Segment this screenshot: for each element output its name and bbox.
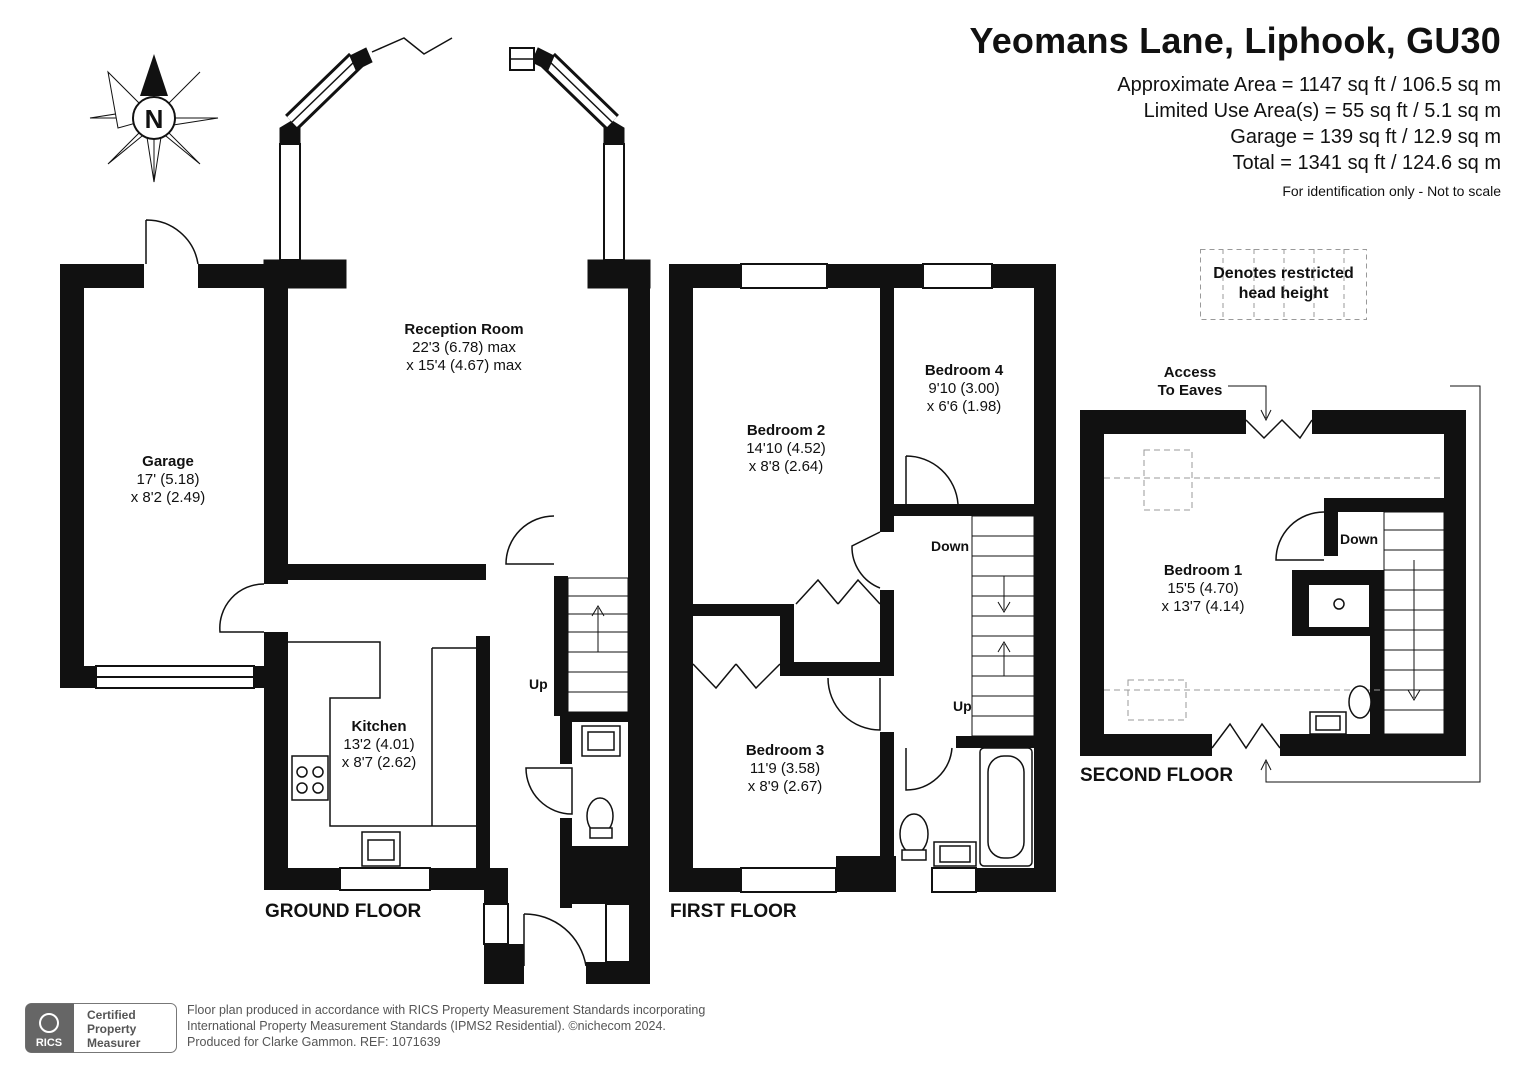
room-bedroom-2: Bedroom 2 14'10 (4.52) x 8'8 (2.64) <box>746 422 826 476</box>
room-bedroom-1-name: Bedroom 1 <box>1163 562 1243 579</box>
rics-logo-text: RICS <box>36 1037 62 1049</box>
room-bedroom-2-name: Bedroom 2 <box>746 422 826 439</box>
footer-line-1: Floor plan produced in accordance with R… <box>187 1003 706 1017</box>
room-garage: Garage 17' (5.18) x 8'2 (2.49) <box>131 453 206 507</box>
room-kitchen-name: Kitchen <box>351 718 407 735</box>
stairs-second-down-label: Down <box>1340 531 1379 547</box>
scale-disclaimer: For identification only - Not to scale <box>1282 183 1501 199</box>
room-bedroom-3: Bedroom 3 11'9 (3.58) x 8'9 (2.67) <box>746 742 824 796</box>
footer-text: Floor plan produced in accordance with R… <box>187 1002 705 1050</box>
windows <box>95 143 993 963</box>
room-bedroom-1-dim1: 15'5 (4.70) <box>1167 580 1239 597</box>
eaves-line-1: Access <box>1163 364 1217 381</box>
room-kitchen-dim2: x 8'7 (2.62) <box>341 754 417 771</box>
bay-window <box>263 37 651 289</box>
compass-north-label: N <box>145 104 164 134</box>
room-bedroom-1-dim2: x 13'7 (4.14) <box>1161 598 1245 615</box>
kitchen-walls <box>264 632 508 908</box>
second-floor-walls <box>1080 410 1466 756</box>
badge-line-3: Measurer <box>87 1036 141 1050</box>
legend-line-1: Denotes restricted <box>1213 265 1354 282</box>
page-title: Yeomans Lane, Liphook, GU30 <box>969 20 1501 61</box>
floor-label-ground: GROUND FLOOR <box>265 901 422 922</box>
room-bedroom-4: Bedroom 4 9'10 (3.00) x 6'6 (1.98) <box>925 362 1003 416</box>
badge-line-2: Property <box>87 1022 137 1036</box>
first-floor-walls <box>669 264 1056 892</box>
stairs-first-down-label: Down <box>931 538 970 554</box>
badge-line-1: Certified <box>87 1008 136 1022</box>
room-bedroom-3-dim2: x 8'9 (2.67) <box>747 778 823 795</box>
floor-label-second: SECOND FLOOR <box>1080 765 1234 786</box>
room-bedroom-4-dim1: 9'10 (3.00) <box>928 380 1000 397</box>
eaves-access-arrows <box>1228 385 1481 783</box>
room-reception-dim1: 22'3 (6.78) max <box>412 339 516 356</box>
room-reception-dim2: x 15'4 (4.67) max <box>406 357 522 374</box>
stairs <box>567 511 1445 737</box>
floor-label-first: FIRST FLOOR <box>670 901 797 922</box>
area-limited-use: Limited Use Area(s) = 55 sq ft / 5.1 sq … <box>1143 100 1501 122</box>
fixtures <box>288 641 1372 867</box>
footer-line-3: Produced for Clarke Gammon. REF: 1071639 <box>187 1035 441 1049</box>
room-bedroom-4-dim2: x 6'6 (1.98) <box>926 398 1002 415</box>
room-bedroom-2-dim1: 14'10 (4.52) <box>746 440 826 457</box>
room-reception: Reception Room 22'3 (6.78) max x 15'4 (4… <box>404 321 523 375</box>
compass-rose: N <box>89 54 219 183</box>
rics-certified-badge: RICS Certified Property Measurer <box>25 1003 177 1053</box>
eaves-line-2: To Eaves <box>1157 382 1223 399</box>
area-garage: Garage = 139 sq ft / 12.9 sq m <box>1230 126 1501 148</box>
area-total: Total = 1341 sq ft / 124.6 sq m <box>1232 152 1502 174</box>
room-garage-dim2: x 8'2 (2.49) <box>130 489 206 506</box>
hall-walls <box>484 576 650 984</box>
room-bedroom-3-name: Bedroom 3 <box>745 742 825 759</box>
legend-line-2: head height <box>1238 285 1329 302</box>
restricted-head-height-lines <box>1104 449 1444 721</box>
stairs-ground-up-label: Up <box>529 676 548 692</box>
room-bedroom-2-dim2: x 8'8 (2.64) <box>748 458 824 475</box>
room-garage-name: Garage <box>142 453 194 470</box>
restricted-height-legend: Denotes restricted head height <box>1200 264 1367 304</box>
room-reception-name: Reception Room <box>404 321 524 338</box>
restricted-height-legend-box <box>1200 249 1367 320</box>
room-kitchen-dim1: 13'2 (4.01) <box>343 736 415 753</box>
room-kitchen: Kitchen 13'2 (4.01) x 8'7 (2.62) <box>342 718 417 772</box>
room-bedroom-4-name: Bedroom 4 <box>924 362 1004 379</box>
eaves-access-label: Access To Eaves <box>1158 364 1223 400</box>
room-bedroom-1: Bedroom 1 15'5 (4.70) x 13'7 (4.14) <box>1162 562 1245 616</box>
room-garage-dim1: 17' (5.18) <box>136 471 200 488</box>
room-bedroom-3-dim1: 11'9 (3.58) <box>749 760 821 777</box>
footer-line-2: International Property Measurement Stand… <box>187 1019 666 1033</box>
area-approximate: Approximate Area = 1147 sq ft / 106.5 sq… <box>1117 74 1501 96</box>
doors <box>145 219 1325 967</box>
stairs-first-up-label: Up <box>953 698 972 714</box>
